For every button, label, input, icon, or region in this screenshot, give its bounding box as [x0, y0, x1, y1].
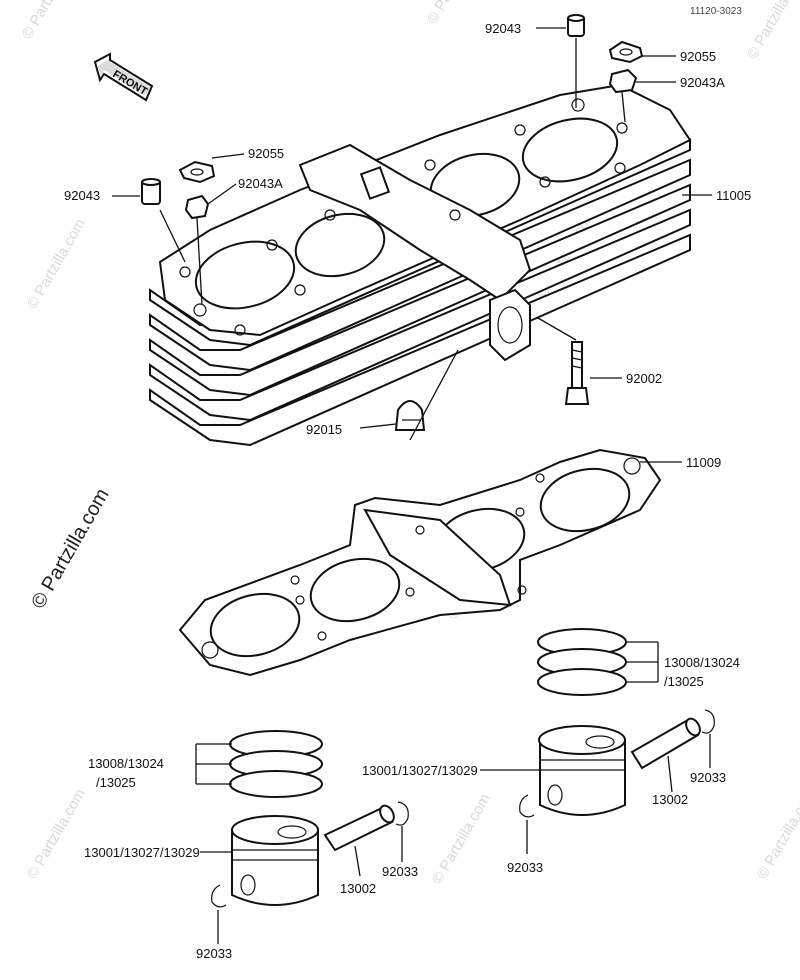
label-92043-left: 92043	[64, 188, 100, 203]
label-rings-left-line1: 13008/13024	[88, 756, 164, 771]
gasket-small-left	[178, 160, 216, 184]
watermark-9: © Partzilla.com	[754, 786, 800, 882]
watermark-1: © Partzilla.com	[19, 0, 84, 42]
watermark-8: © Partzilla.com	[744, 0, 800, 62]
collar-top	[608, 68, 638, 94]
label-92015: 92015	[306, 422, 342, 437]
front-arrow-icon: FRONT	[93, 52, 154, 102]
label-rings-right-line2: /13025	[664, 674, 704, 689]
label-piston-right: 13001/13027/13029	[362, 763, 478, 778]
circlip-left-bottom	[211, 884, 227, 908]
label-piston-left: 13001/13027/13029	[84, 845, 200, 860]
label-11009: 11009	[686, 455, 721, 470]
circlip-right-bottom	[519, 794, 535, 818]
circlip-left-right	[395, 801, 409, 826]
label-pin-left: 13002	[340, 881, 376, 896]
label-clip-right-top: 92033	[690, 770, 726, 785]
piston-rings-right	[537, 628, 627, 696]
label-92043A-top: 92043A	[680, 75, 725, 90]
piston-rings-left	[229, 730, 323, 798]
dowel-pin-top	[567, 14, 585, 37]
watermark-2: © Partzilla.com	[424, 0, 489, 27]
watermark-3: © Partzilla.com	[24, 216, 89, 312]
head-gasket	[178, 448, 662, 677]
label-rings-left-line2: /13025	[96, 775, 136, 790]
label-clip-right-bottom: 92033	[507, 860, 543, 875]
piston-left	[231, 815, 319, 906]
label-92055-top: 92055	[680, 49, 716, 64]
cylinder-block	[149, 83, 692, 447]
watermark-6: © Partzilla.com	[24, 786, 89, 882]
circlip-right-top	[701, 709, 715, 734]
dowel-pin-left	[141, 178, 161, 205]
label-11005: 11005	[716, 188, 751, 203]
label-92055-left: 92055	[248, 146, 284, 161]
cap-nut	[394, 400, 426, 431]
label-92043-top: 92043	[485, 21, 521, 36]
piston-right	[538, 725, 626, 816]
label-clip-left-right: 92033	[382, 864, 418, 879]
label-92002: 92002	[626, 371, 662, 386]
stud-bolt	[564, 341, 590, 405]
side-watermark: © Partzilla.com	[27, 485, 113, 613]
piston-pin-right	[630, 717, 701, 770]
label-rings-right-line1: 13008/13024	[664, 655, 740, 670]
reference-code: 11120-3023	[690, 6, 742, 17]
gasket-small-top	[608, 40, 644, 64]
watermark-7: © Partzilla.com	[429, 791, 494, 887]
piston-pin-left	[323, 804, 395, 852]
label-92043A-left: 92043A	[238, 176, 283, 191]
label-clip-left-bottom: 92033	[196, 946, 232, 961]
label-pin-right: 13002	[652, 792, 688, 807]
collar-left	[184, 194, 210, 220]
